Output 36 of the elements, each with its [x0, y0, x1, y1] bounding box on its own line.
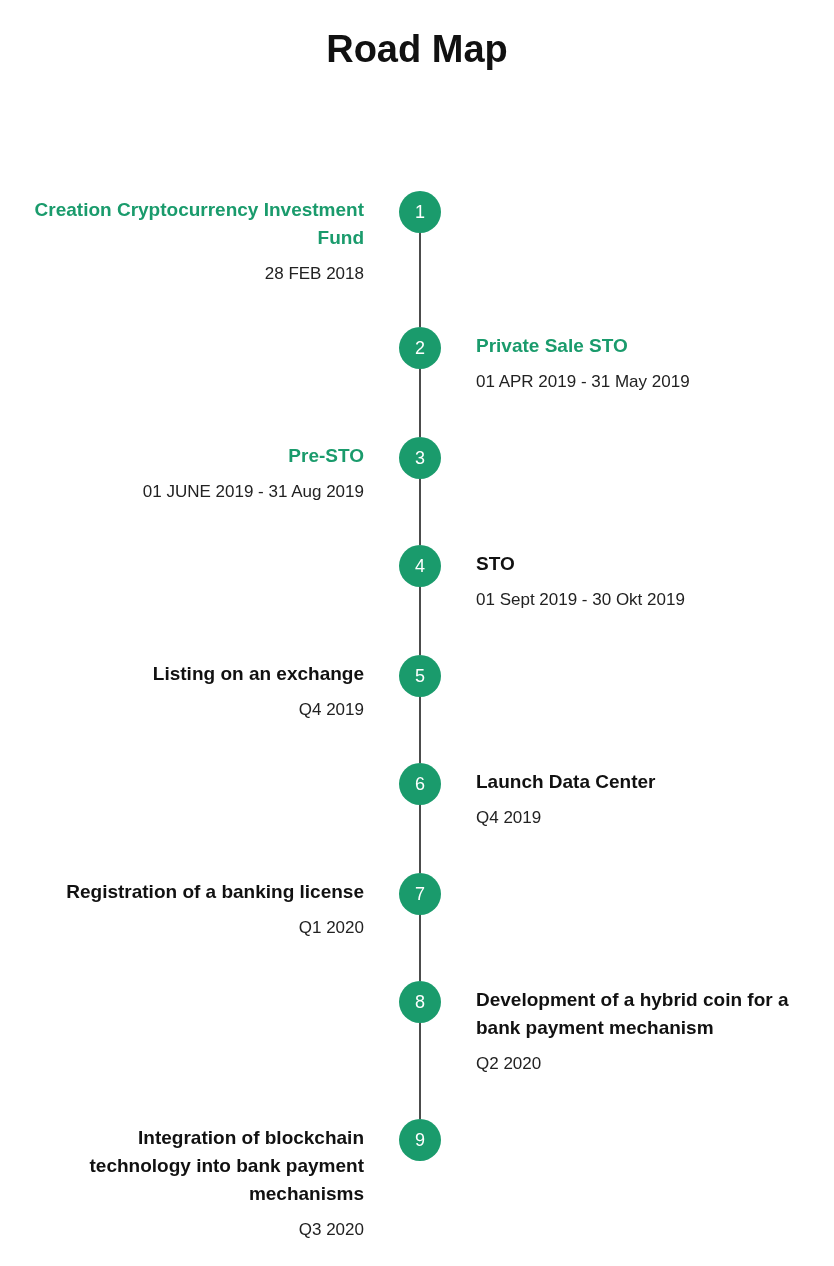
step-circle: 3: [399, 437, 441, 479]
milestone-title: Creation Cryptocurrency Investment Fund: [34, 198, 364, 250]
milestone-date: Q2 2020: [476, 1053, 542, 1075]
connector-line: [419, 696, 421, 764]
connector-line: [419, 914, 421, 982]
milestone-title: Integration of blockchain technology into bank payment mechanisms: [88, 1126, 364, 1206]
connector-line: [419, 478, 421, 546]
milestone-title: STO: [476, 552, 515, 576]
step-circle: 1: [399, 191, 441, 233]
step-circle: 2: [399, 327, 441, 369]
milestone-date: 01 JUNE 2019 - 31 Aug 2019: [142, 481, 364, 503]
milestone-title: Registration of a banking license: [66, 880, 364, 904]
milestone-date: Q4 2019: [298, 699, 364, 721]
step-circle: 9: [399, 1119, 441, 1161]
connector-line: [419, 586, 421, 656]
step-circle: 4: [399, 545, 441, 587]
milestone-date: Q1 2020: [298, 917, 364, 939]
milestone-title: Launch Data Center: [476, 770, 656, 794]
step-circle: 6: [399, 763, 441, 805]
milestone-date: 28 FEB 2018: [264, 263, 364, 285]
step-circle: 8: [399, 981, 441, 1023]
connector-line: [419, 1022, 421, 1120]
milestone-date: 01 Sept 2019 - 30 Okt 2019: [476, 589, 685, 611]
milestone-title: Listing on an exchange: [152, 662, 364, 686]
milestone-title: Private Sale STO: [476, 334, 628, 358]
milestone-date: 01 APR 2019 - 31 May 2019: [476, 371, 690, 393]
milestone-title: Pre-STO: [288, 444, 364, 468]
milestone-date: Q3 2020: [298, 1219, 364, 1241]
milestone-date: Q4 2019: [476, 807, 542, 829]
page-title: Road Map: [325, 28, 509, 71]
milestone-title: Development of a hybrid coin for a bank payment mechanism: [476, 988, 790, 1040]
connector-line: [419, 804, 421, 874]
connector-line: [419, 368, 421, 438]
step-circle: 7: [399, 873, 441, 915]
step-circle: 5: [399, 655, 441, 697]
connector-line: [419, 232, 421, 328]
